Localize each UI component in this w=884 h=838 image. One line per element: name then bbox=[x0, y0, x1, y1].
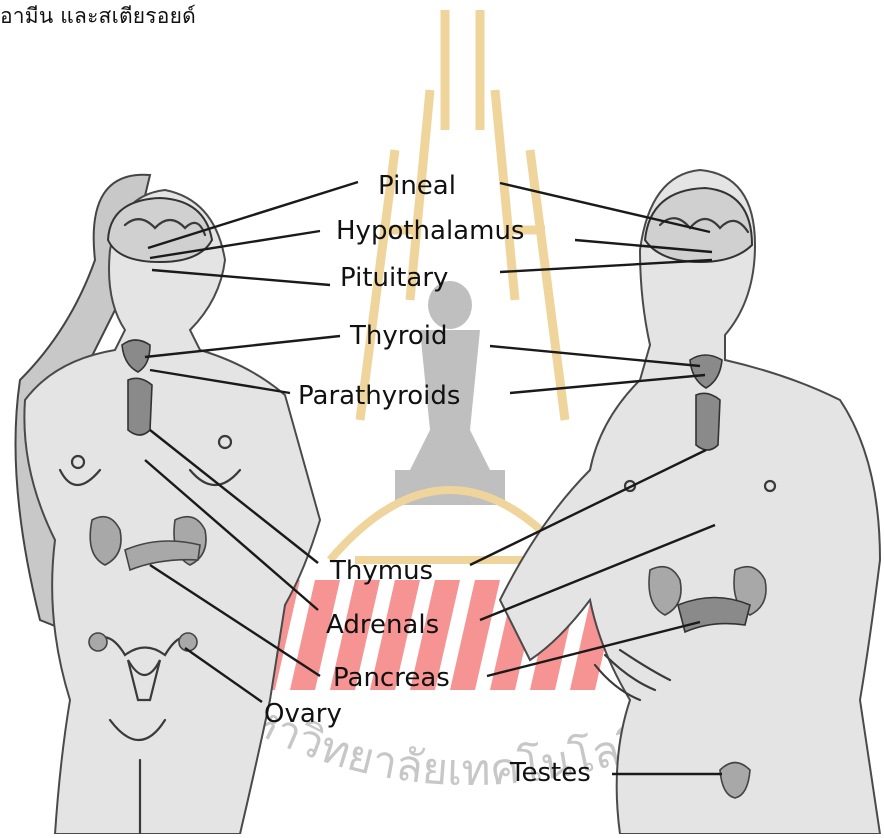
label-ovary: Ovary bbox=[264, 699, 342, 729]
label-parathyroids: Parathyroids bbox=[298, 381, 460, 411]
caption-text: อามีน และสเตียรอยด์ bbox=[0, 0, 196, 33]
label-pancreas: Pancreas bbox=[333, 663, 450, 693]
label-testes: Testes bbox=[509, 758, 591, 788]
label-thymus: Thymus bbox=[329, 556, 433, 586]
label-hypothalamus: Hypothalamus bbox=[336, 216, 524, 246]
label-thyroid: Thyroid bbox=[349, 321, 448, 351]
label-pineal: Pineal bbox=[378, 171, 456, 201]
label-pituitary: Pituitary bbox=[340, 263, 448, 293]
male-thymus bbox=[696, 393, 720, 450]
female-thymus bbox=[128, 378, 152, 435]
label-adrenals: Adrenals bbox=[326, 610, 439, 640]
